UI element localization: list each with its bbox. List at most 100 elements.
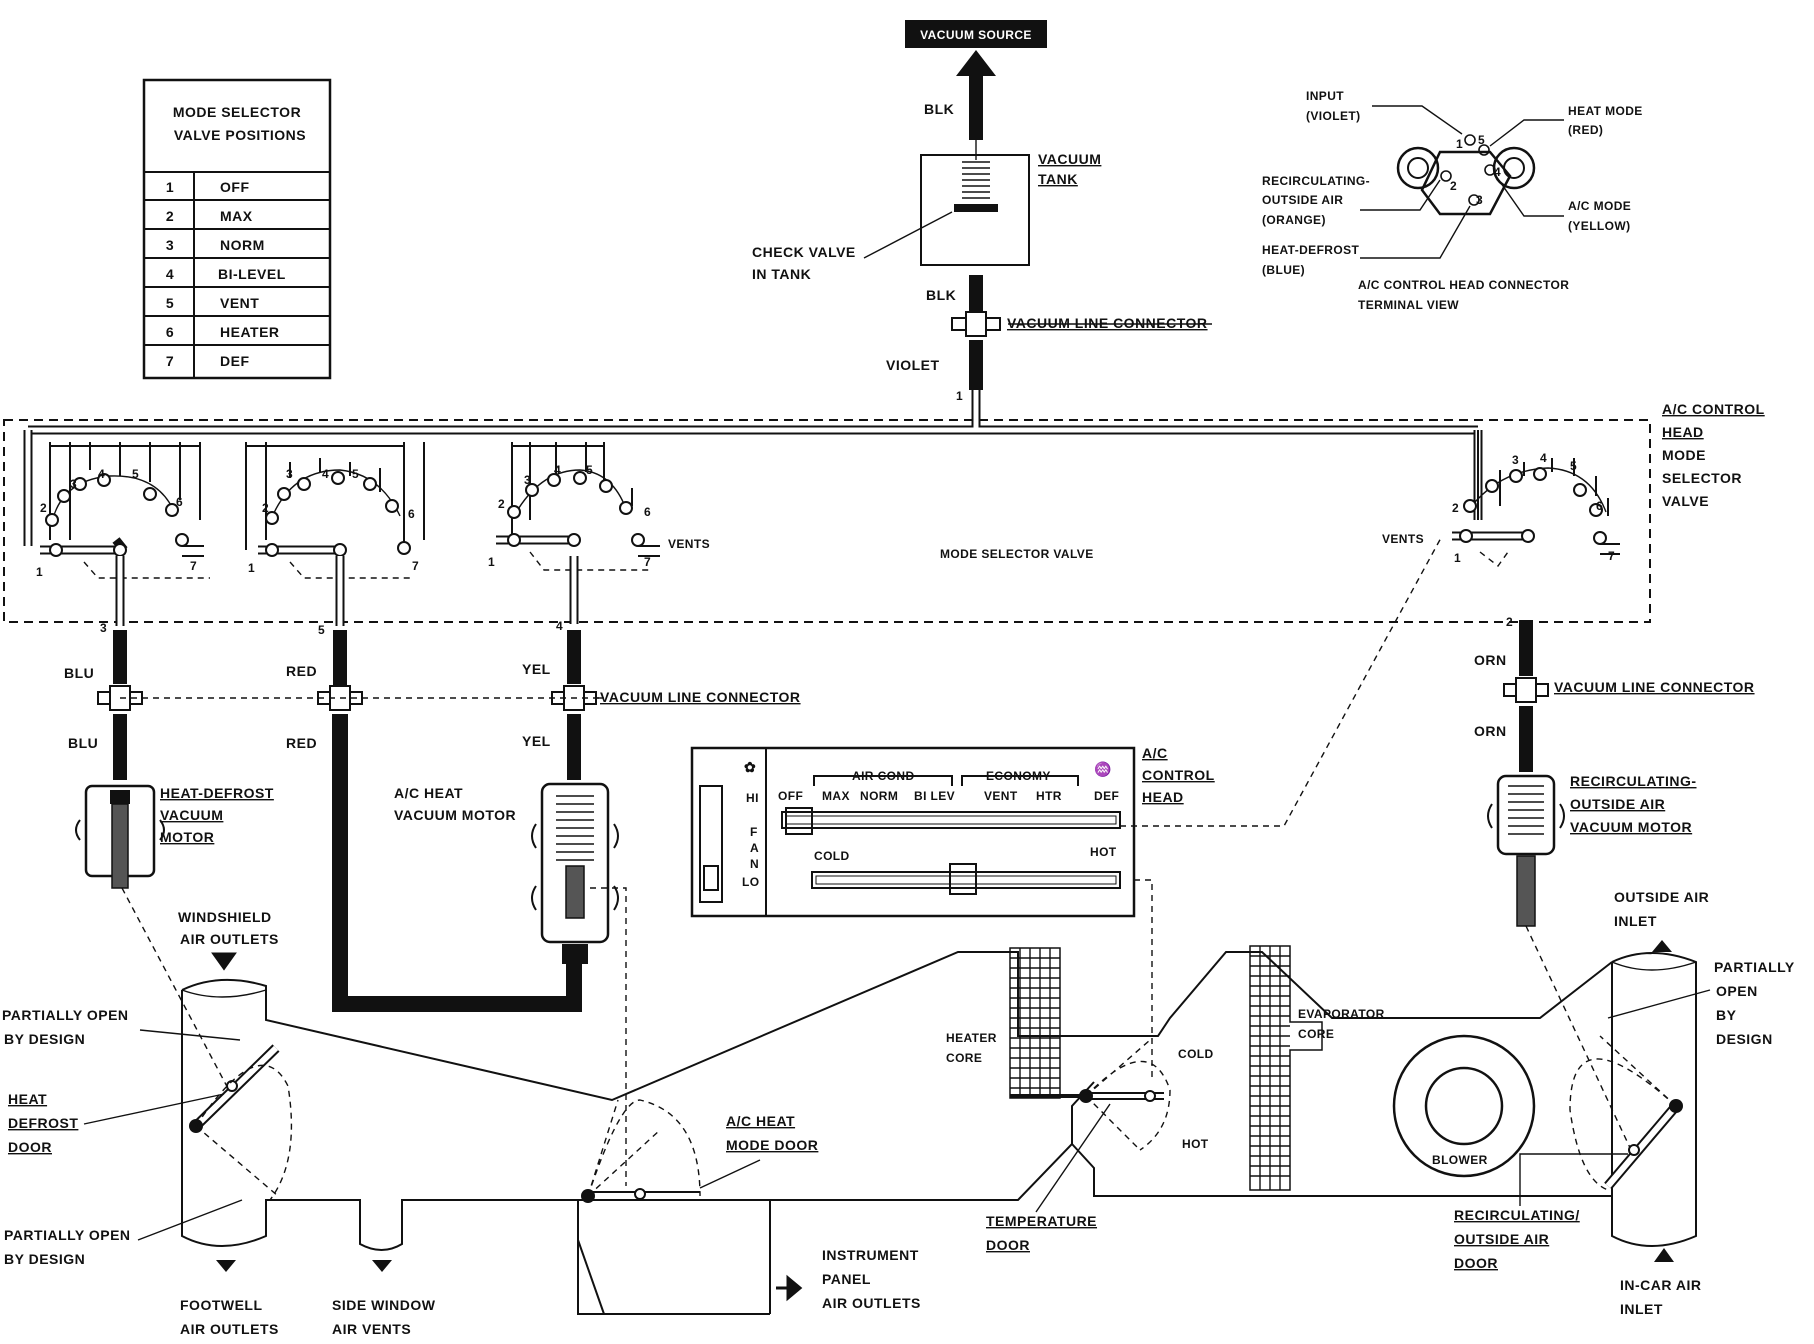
table-row-num: 6 xyxy=(166,324,174,340)
temperature-door xyxy=(1010,1039,1171,1151)
table-row-label: DEF xyxy=(220,353,250,369)
pin-label: 4 xyxy=(1494,165,1501,179)
valve-number: 4 xyxy=(554,463,561,477)
valve-number: 6 xyxy=(408,507,415,521)
duct-label: WINDSHIELD xyxy=(178,909,272,925)
vacuum-line-connector-top xyxy=(951,311,1001,337)
connector-label: RECIRCULATING- xyxy=(1262,174,1370,188)
duct-label: AIR OUTLETS xyxy=(180,1321,279,1337)
vacuum-source: VACUUM SOURCE xyxy=(905,20,1047,76)
table-row-label: NORM xyxy=(220,237,265,253)
port-label: 5 xyxy=(318,623,325,637)
temp-linkage xyxy=(1134,879,1153,1082)
valve-number: 2 xyxy=(1452,501,1459,515)
air-cond-label: AIR COND xyxy=(852,769,915,783)
check-valve-label-2: IN TANK xyxy=(752,266,811,282)
duct-label: PANEL xyxy=(822,1271,871,1287)
duct-labels: WINDSHIELD AIR OUTLETS PARTIALLY OPEN BY… xyxy=(2,889,1794,1337)
connector-body xyxy=(1420,150,1512,216)
instrument-arrow xyxy=(776,1274,803,1302)
connector-label: HEAT-DEFROST xyxy=(1262,243,1360,257)
valve-number: 7 xyxy=(644,555,651,569)
connector-label: (ORANGE) xyxy=(1262,213,1326,227)
vacuum-tank-body xyxy=(920,154,1030,266)
side-window-arrow xyxy=(372,1260,392,1272)
fan-icon: ✿ xyxy=(744,759,756,775)
motor-label: VACUUM MOTOR xyxy=(1570,819,1692,835)
control-head-label-line: A/C CONTROL xyxy=(1662,401,1765,417)
control-head-frame xyxy=(3,419,1651,623)
motor-label: A/C HEAT xyxy=(394,785,463,801)
temp-lever-track xyxy=(811,871,1121,889)
connector-label: A/C MODE xyxy=(1568,199,1631,213)
check-valve-spring xyxy=(962,161,990,199)
control-head-label-line: VALVE xyxy=(1662,493,1709,509)
temp-hot-label: HOT xyxy=(1090,845,1117,859)
valve-number: 7 xyxy=(412,559,419,573)
fan-letter: A xyxy=(750,841,759,855)
valve-number: 5 xyxy=(352,467,359,481)
valve-number: 6 xyxy=(644,505,651,519)
yel-line: 4 YEL YEL xyxy=(522,556,597,780)
valve-number: 4 xyxy=(1540,451,1547,465)
line-label: RED xyxy=(286,663,317,679)
connector-label: INPUT xyxy=(1306,89,1344,103)
valve-number: 3 xyxy=(524,473,531,487)
mode-lever-knob xyxy=(785,807,813,835)
table-row-num: 4 xyxy=(166,266,174,282)
fan-letter: N xyxy=(750,857,759,871)
duct-label: PARTIALLY OPEN xyxy=(2,1007,129,1023)
windshield-arrow xyxy=(211,952,237,971)
connector-label: (VIOLET) xyxy=(1306,109,1361,123)
position-label: BI LEV xyxy=(914,789,955,803)
duct-label: BY DESIGN xyxy=(4,1251,85,1267)
line-label: ORN xyxy=(1474,723,1507,739)
line-label: BLU xyxy=(64,665,94,681)
valve-group-1 xyxy=(40,442,210,579)
blower xyxy=(1392,1034,1536,1178)
pin-label: 1 xyxy=(1456,137,1463,151)
vacuum-line-connector-label-right: VACUUM LINE CONNECTOR xyxy=(1554,679,1755,695)
vacuum-line-connector-label-mid: VACUUM LINE CONNECTOR xyxy=(600,689,801,705)
valve-number: 7 xyxy=(1608,549,1615,563)
control-head-label-line: SELECTOR xyxy=(1662,470,1742,486)
valve-number: 1 xyxy=(36,565,43,579)
duct-label: HOT xyxy=(1182,1137,1209,1151)
duct-label: AIR VENTS xyxy=(332,1321,411,1337)
table-row-label: VENT xyxy=(220,295,259,311)
valve-number: 1 xyxy=(1454,551,1461,565)
footwell-arrow xyxy=(216,1260,236,1272)
line-label: RED xyxy=(286,735,317,751)
motor-label: VACUUM xyxy=(160,807,223,823)
duct-label: BY DESIGN xyxy=(4,1031,85,1047)
control-head-panel-label: A/C xyxy=(1142,745,1168,761)
pin-label: 5 xyxy=(1478,133,1485,147)
heater-core xyxy=(1009,947,1061,1099)
duct-label: MODE DOOR xyxy=(726,1137,818,1153)
table-row-num: 1 xyxy=(166,179,174,195)
duct-label: INLET xyxy=(1614,913,1657,929)
incar-air-arrow xyxy=(1654,1248,1674,1262)
vacuum-source-box xyxy=(905,20,1047,48)
valve-group-3 xyxy=(496,442,660,571)
valve-number: 3 xyxy=(1512,453,1519,467)
vents-label-b: VENTS xyxy=(1382,532,1424,546)
pin-label: 3 xyxy=(1476,193,1483,207)
valve-number: 5 xyxy=(586,463,593,477)
table-row-label: BI-LEVEL xyxy=(218,266,286,282)
duct-label: OPEN xyxy=(1716,983,1758,999)
valve-number: 1 xyxy=(488,555,495,569)
duct-label: IN-CAR AIR xyxy=(1620,1277,1701,1293)
table-row-num: 3 xyxy=(166,237,174,253)
connector-caption: A/C CONTROL HEAD CONNECTOR xyxy=(1358,278,1569,292)
duct-label: BY xyxy=(1716,1007,1737,1023)
air-duct xyxy=(181,940,1697,1315)
recirculating-vacuum-motor: RECIRCULATING- OUTSIDE AIR VACUUM MOTOR xyxy=(1487,773,1696,927)
outside-air-arrow xyxy=(1652,940,1672,952)
check-valve-seat xyxy=(954,204,998,212)
duct-label: INLET xyxy=(1620,1301,1663,1317)
line-label: BLU xyxy=(68,735,98,751)
recirculating-door xyxy=(1569,1035,1683,1191)
duct-label: OUTSIDE AIR xyxy=(1614,889,1709,905)
